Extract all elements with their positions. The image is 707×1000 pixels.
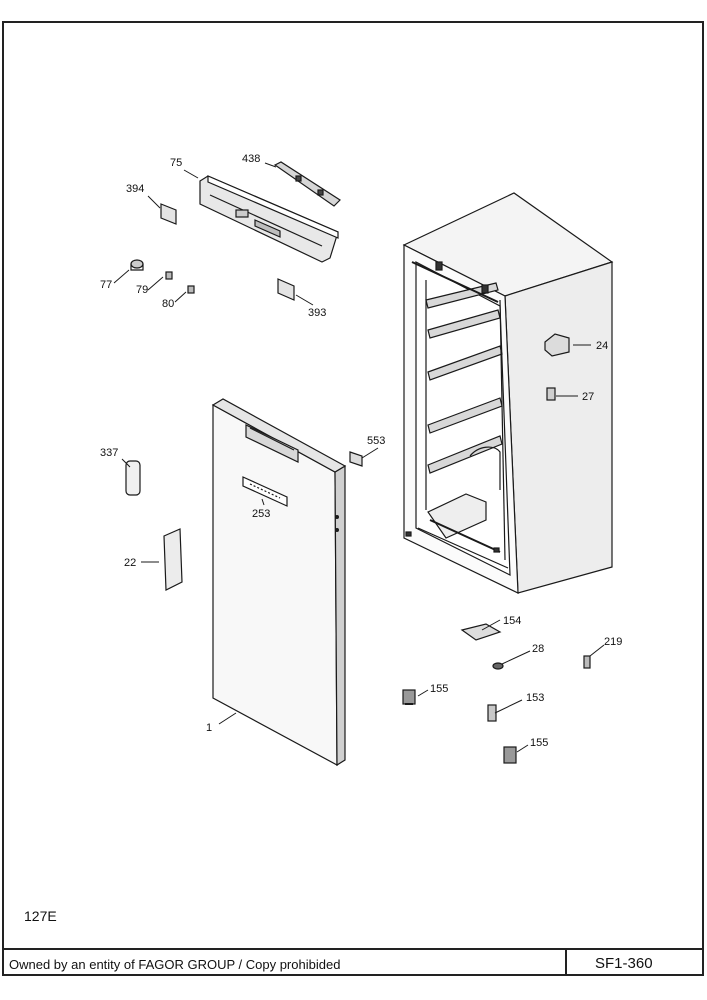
- foot-155b: [503, 746, 517, 764]
- sheet-code: SF1-360: [595, 955, 653, 972]
- part-219: [583, 655, 591, 669]
- diagram-code: 127E: [24, 908, 57, 924]
- callout-155-upper: 155: [430, 683, 448, 695]
- callout-22: 22: [124, 557, 136, 569]
- callout-253: 253: [252, 508, 270, 520]
- callout-393: 393: [308, 307, 326, 319]
- callout-75: 75: [170, 157, 182, 169]
- footer-divider: [2, 948, 704, 950]
- callout-24: 24: [596, 340, 608, 352]
- ownership-notice: Owned by an entity of FAGOR GROUP / Copy…: [9, 957, 341, 972]
- part-77: [130, 259, 144, 271]
- callout-553: 553: [367, 435, 385, 447]
- door-panel: [211, 398, 347, 767]
- callout-219: 219: [604, 636, 622, 648]
- callout-27: 27: [582, 391, 594, 403]
- screw-153: [487, 704, 497, 722]
- callout-80: 80: [162, 298, 174, 310]
- callout-394: 394: [126, 183, 144, 195]
- hinge-24: [544, 333, 570, 357]
- drawing-frame: [2, 21, 704, 976]
- part-393: [277, 278, 295, 301]
- part-394: [160, 203, 177, 225]
- callout-438: 438: [242, 153, 260, 165]
- callout-154: 154: [503, 615, 521, 627]
- part-553: [349, 451, 363, 467]
- part-337: [125, 460, 141, 496]
- part-79: [165, 271, 173, 280]
- foot-155a: [402, 689, 416, 705]
- cabinet-body: [402, 192, 614, 594]
- callout-79: 79: [136, 284, 148, 296]
- part-80: [187, 285, 195, 294]
- callout-28: 28: [532, 643, 544, 655]
- footer-column-divider: [565, 948, 567, 976]
- handle-22: [163, 528, 183, 591]
- callout-155-lower: 155: [530, 737, 548, 749]
- bracket-154: [460, 623, 502, 641]
- control-panel-75: [199, 175, 339, 263]
- callout-1: 1: [206, 722, 212, 734]
- part-28: [492, 662, 504, 670]
- callout-153: 153: [526, 692, 544, 704]
- part-27: [546, 387, 556, 401]
- control-board-438: [273, 161, 341, 207]
- callout-337: 337: [100, 447, 118, 459]
- callout-77: 77: [100, 279, 112, 291]
